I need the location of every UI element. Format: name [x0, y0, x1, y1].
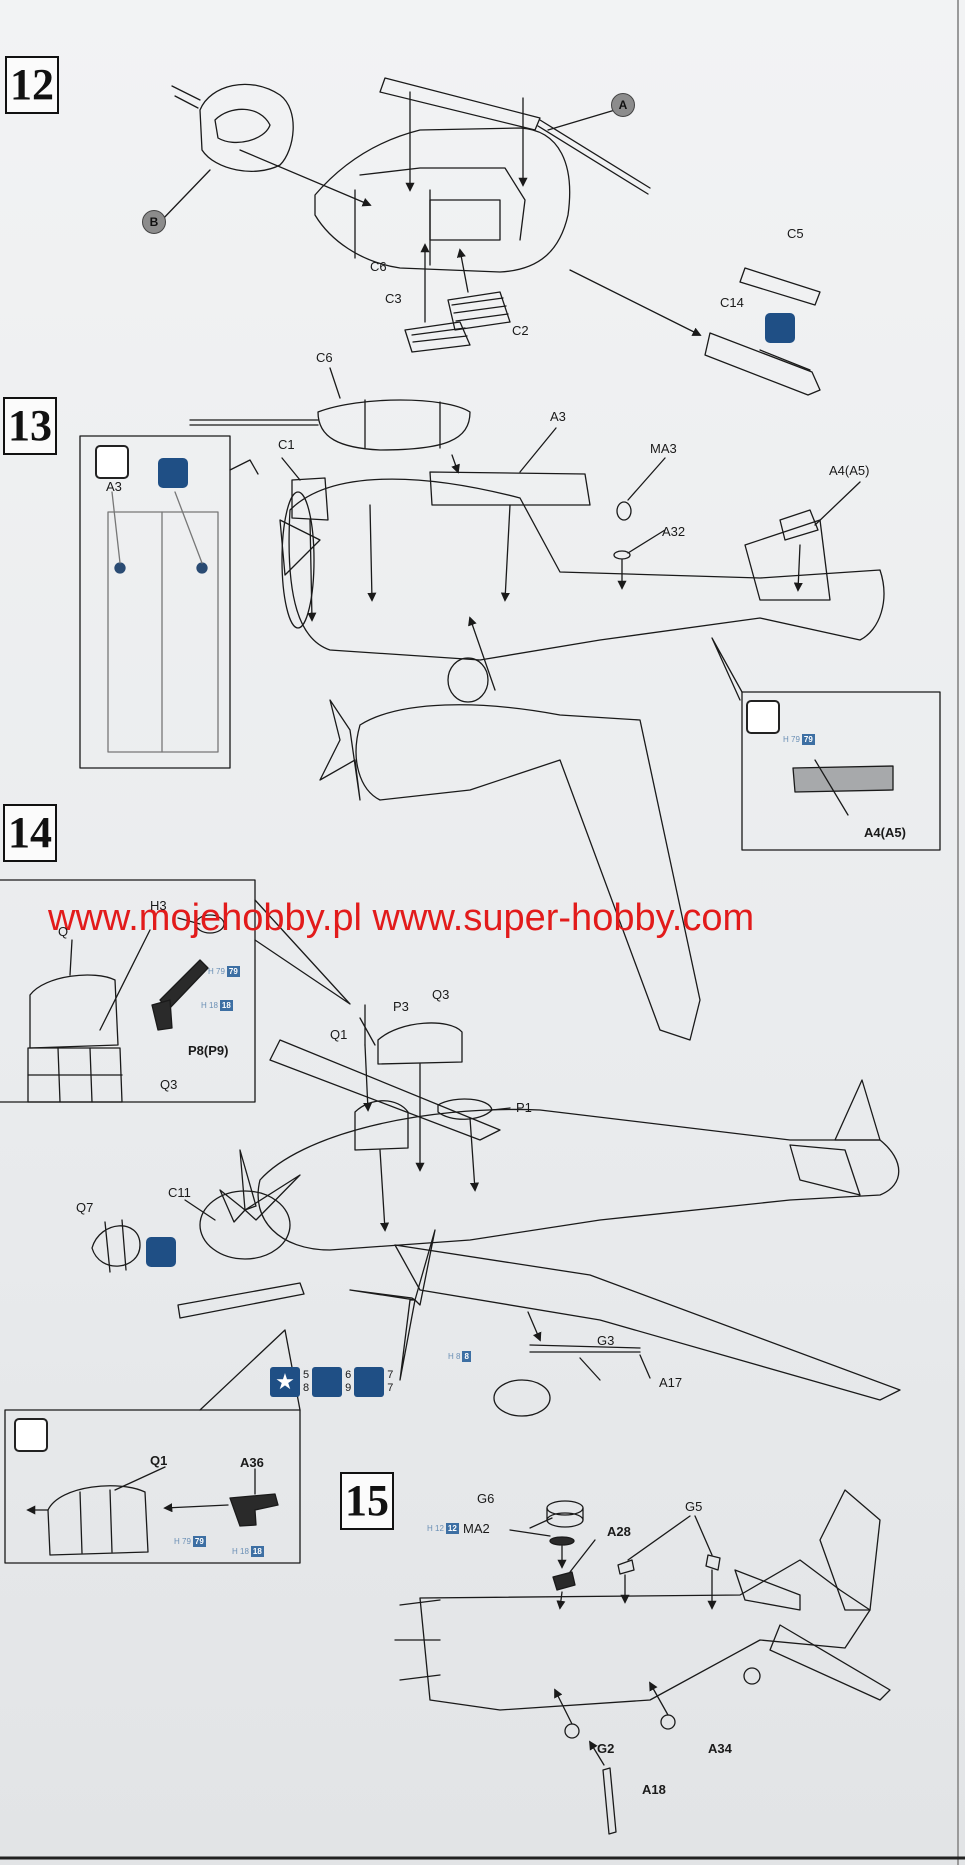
step-14-number: 14: [3, 804, 57, 862]
marking-number: 8: [303, 1382, 310, 1394]
part-a4-a5-label: A4(A5): [829, 463, 870, 478]
marking-number: 5: [303, 1369, 310, 1381]
marking-number: 6: [345, 1369, 352, 1381]
part-c5-label: C5: [787, 226, 804, 241]
part-a18-label: A18: [642, 1782, 666, 1797]
part-q-label: Q: [58, 924, 69, 939]
marking-number: 9: [345, 1382, 352, 1394]
callout-b: B: [142, 210, 166, 234]
inset-part-q1-label: Q1: [150, 1453, 168, 1468]
inset-part-a3-label: A3: [106, 479, 122, 494]
part-c2-label: C2: [512, 323, 529, 338]
part-p8-p9-label: P8(P9): [188, 1043, 229, 1058]
rotate-view-icon: [312, 1367, 343, 1397]
step-13-drawing: [79, 367, 941, 1041]
paint-chip: 79: [192, 1536, 206, 1547]
paint-code-text: H 79: [208, 967, 225, 976]
inset-part-q3-label: Q3: [160, 1077, 178, 1092]
paint-code-text: H 8: [448, 1352, 461, 1361]
step-15-number: 15: [340, 1472, 394, 1530]
paint-chip: 79: [801, 734, 815, 745]
part-ma3-label: MA3: [650, 441, 677, 456]
paint-chip: 18: [219, 1000, 233, 1011]
paint-chip: 18: [250, 1546, 264, 1557]
paint-code-text: H 18: [232, 1547, 249, 1556]
step-12-number: 12: [5, 56, 59, 114]
part-a32-label: A32: [662, 524, 686, 539]
glue-icon: [95, 445, 129, 479]
rotate-view-icon: [146, 1237, 176, 1267]
paint-brush-icon: [746, 700, 780, 734]
part-a3-label: A3: [550, 409, 566, 424]
part-c3-label: C3: [385, 291, 402, 306]
drill-hole-icon: [158, 458, 188, 488]
part-ma2-label: MA2: [463, 1521, 490, 1536]
part-c6-label: C6: [370, 259, 387, 274]
marking-number: 7: [387, 1369, 394, 1381]
part-c14-label: C14: [720, 295, 744, 310]
watermark-text: www.mojehobby.pl www.super-hobby.com: [48, 897, 755, 939]
marking-number: 7: [387, 1382, 394, 1394]
paint-chip: 12: [445, 1523, 459, 1534]
part-g3-label: G3: [597, 1333, 615, 1348]
part-g5-label: G5: [685, 1499, 703, 1514]
paint-code-text: H 79: [174, 1537, 191, 1546]
rotate-view-icon: [354, 1367, 385, 1397]
step-15-drawing: [394, 1489, 891, 1835]
part-c11-label: C11: [168, 1185, 191, 1200]
inset-part-a4-a5-label: A4(A5): [864, 825, 906, 840]
step-12-drawing: [159, 77, 821, 396]
paint-brush-icon: [14, 1418, 48, 1452]
paint-code-text: H 12: [427, 1524, 444, 1533]
star-marking-icon: ★: [270, 1367, 300, 1397]
paint-code-text: H 79: [783, 735, 800, 744]
part-a34-label: A34: [708, 1741, 732, 1756]
paint-code-text: H 18: [201, 1001, 218, 1010]
paint-chip: 8: [462, 1351, 471, 1362]
part-p3-label: P3: [393, 999, 409, 1014]
paint-chip: 79: [226, 966, 240, 977]
part-c1-label: C1: [278, 437, 295, 452]
part-h3-label: H3: [150, 898, 167, 913]
part-q1-label: Q1: [330, 1027, 348, 1042]
inset-part-a36-label: A36: [240, 1455, 264, 1470]
part-g6-label: G6: [477, 1491, 495, 1506]
part-p1-label: P1: [516, 1100, 532, 1115]
callout-a: A: [611, 93, 635, 117]
part-q7-label: Q7: [76, 1200, 94, 1215]
part-q3-label: Q3: [432, 987, 450, 1002]
rotate-view-icon: [765, 313, 795, 343]
part-c6-label: C6: [316, 350, 333, 365]
part-a17-label: A17: [659, 1375, 683, 1390]
step-14-drawing: [0, 879, 901, 1564]
step-13-number: 13: [3, 397, 57, 455]
part-g2-label: G2: [597, 1741, 615, 1756]
part-a28-label: A28: [607, 1524, 631, 1539]
